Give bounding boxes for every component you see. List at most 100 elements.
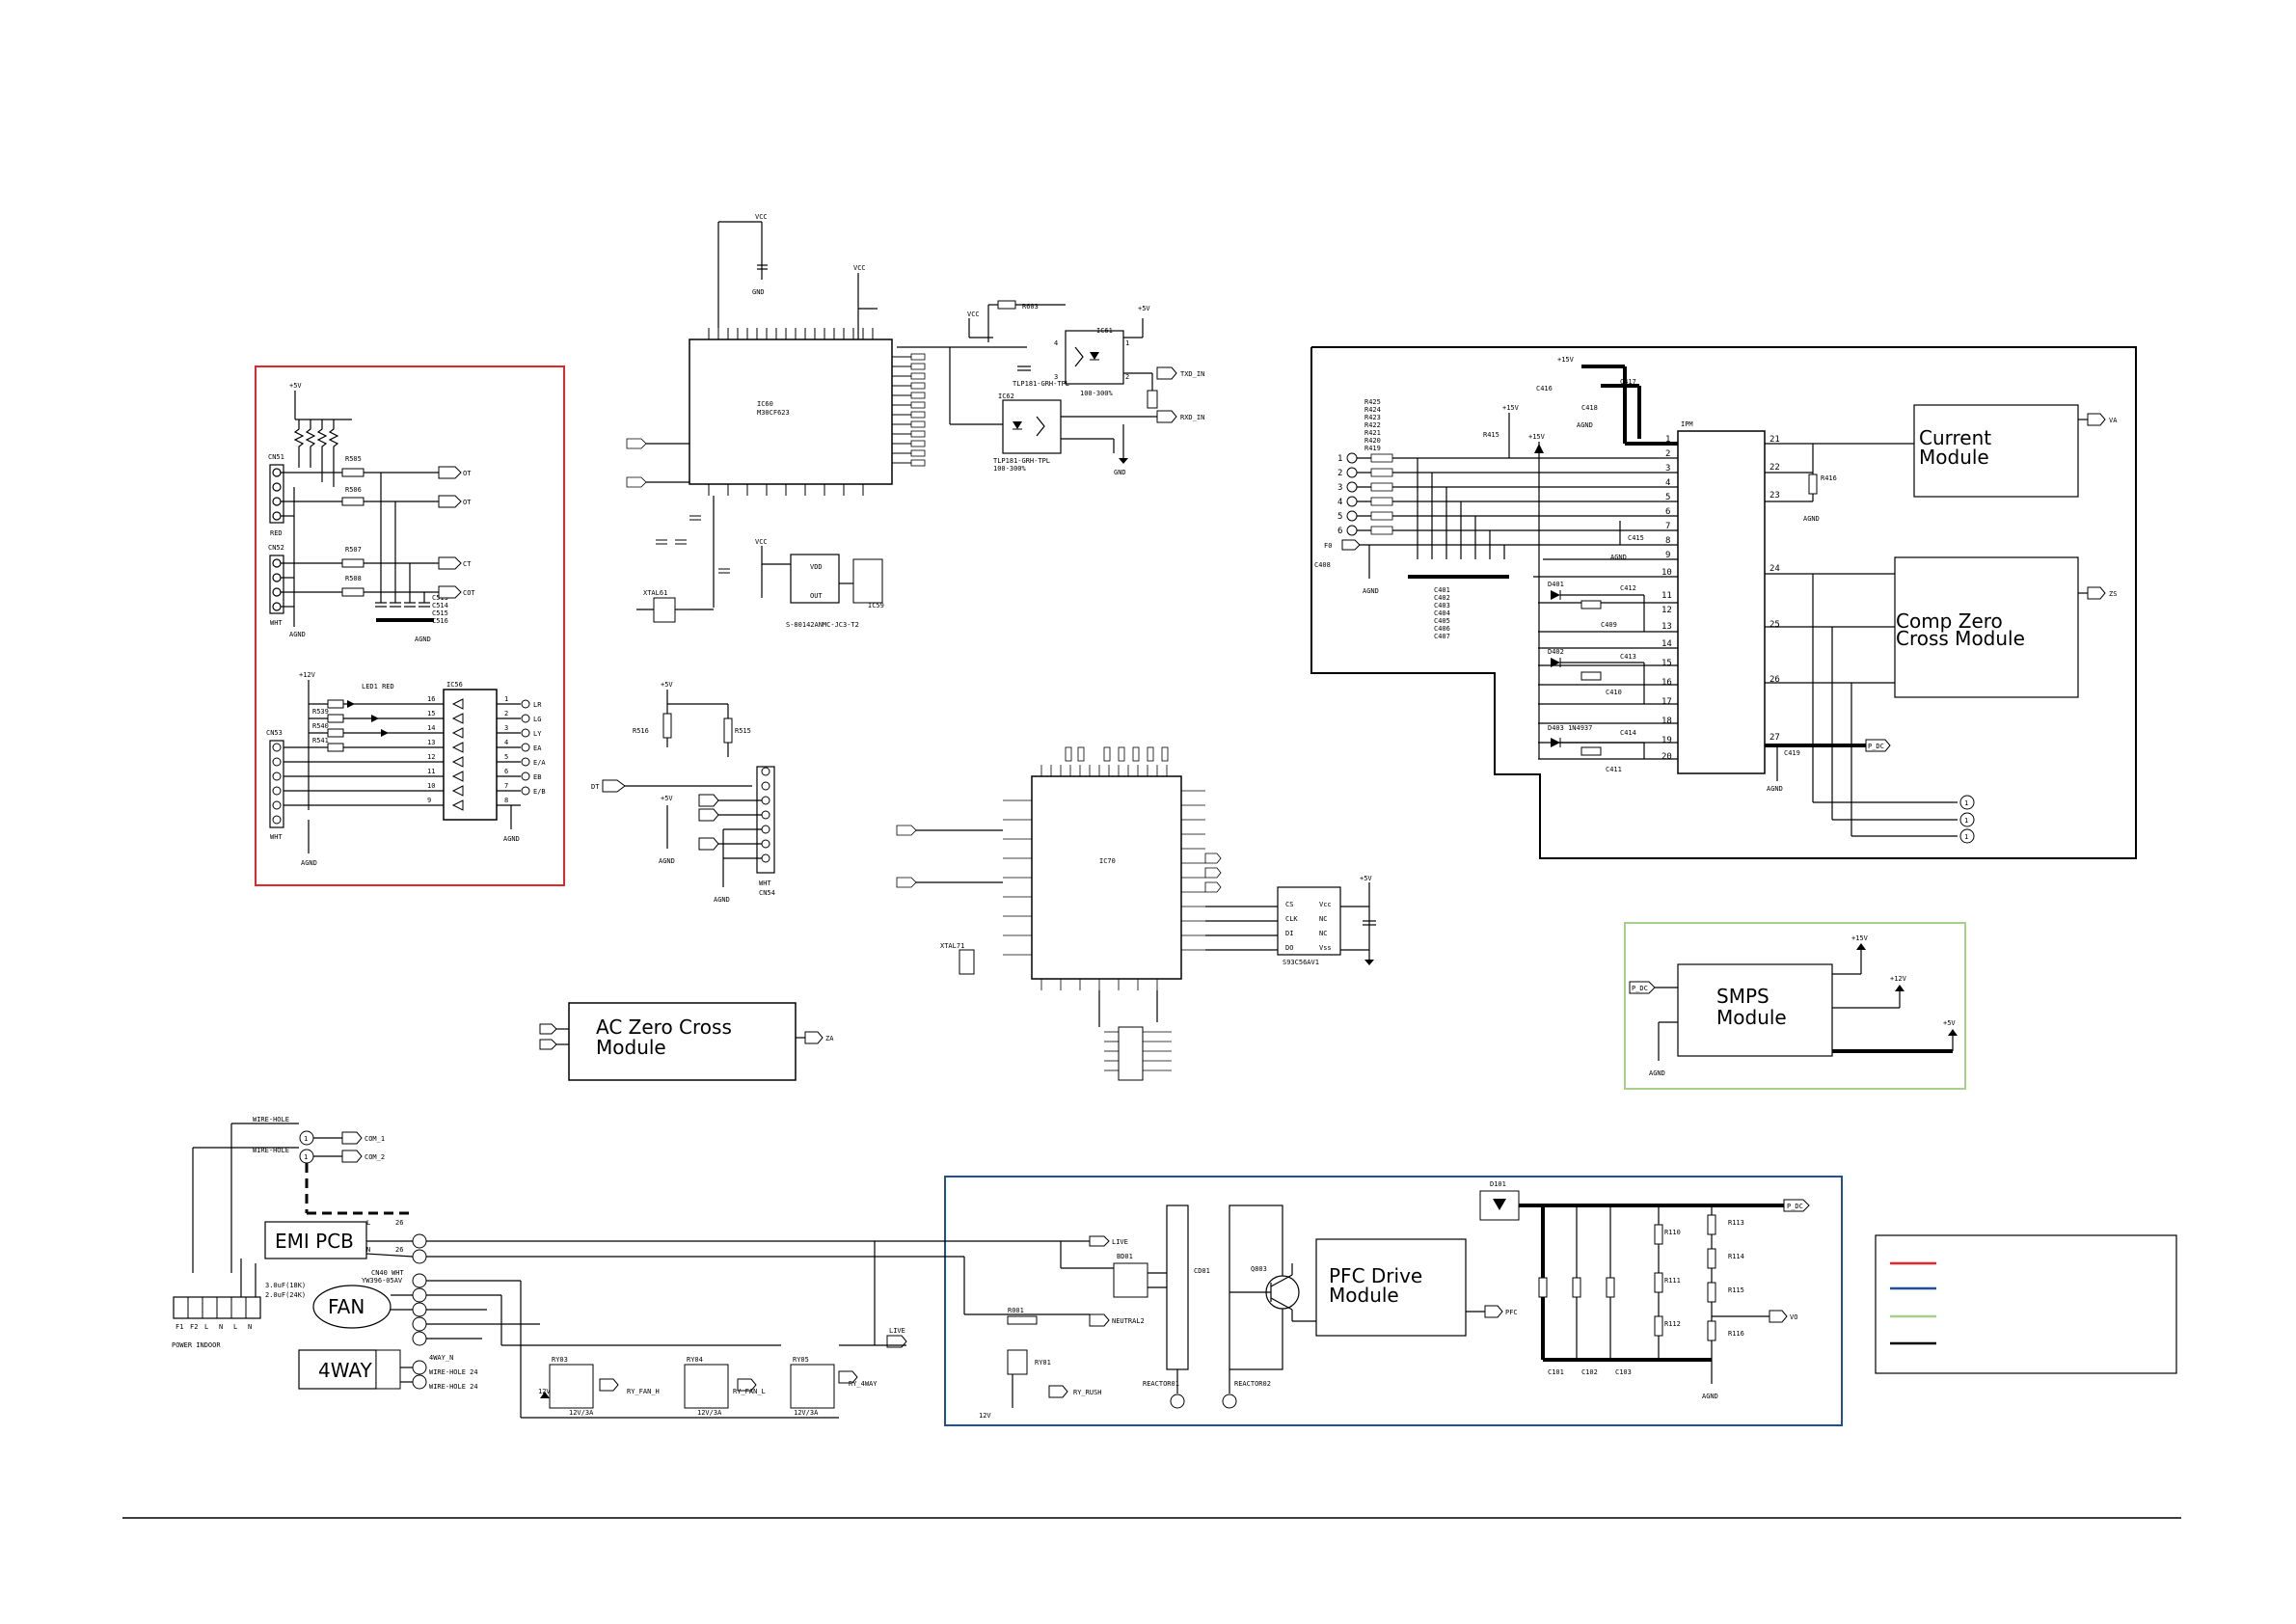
- svg-text:C411: C411: [1606, 766, 1622, 773]
- svg-text:L: L: [233, 1323, 237, 1331]
- svg-text:L: L: [366, 1219, 370, 1227]
- svg-text:23: 23: [1769, 491, 1780, 501]
- svg-text:AGND: AGND: [1649, 1069, 1665, 1077]
- svg-text:R420: R420: [1364, 437, 1381, 445]
- svg-text:AGND: AGND: [1610, 554, 1627, 561]
- svg-text:REACTOR01: REACTOR01: [1143, 1380, 1179, 1388]
- svg-text:7: 7: [504, 782, 508, 790]
- smps-block: SMPS Module P_DC AGND +15V +12V +5V: [1629, 934, 1958, 1077]
- svg-text:C101: C101: [1548, 1368, 1564, 1376]
- svg-text:26: 26: [395, 1246, 403, 1254]
- svg-text:R110: R110: [1664, 1229, 1681, 1236]
- svg-text:C103: C103: [1615, 1368, 1632, 1376]
- svg-text:27: 27: [1769, 733, 1780, 743]
- svg-text:AGND: AGND: [1577, 421, 1593, 429]
- svg-text:4WAY_N: 4WAY_N: [429, 1354, 453, 1362]
- svg-text:+5V: +5V: [1943, 1019, 1956, 1027]
- svg-text:18: 18: [1661, 717, 1672, 726]
- svg-text:GND: GND: [752, 288, 765, 296]
- svg-text:NC: NC: [1319, 915, 1327, 923]
- svg-text:C401: C401: [1434, 586, 1450, 594]
- svg-text:PFC Drive: PFC Drive: [1329, 1264, 1422, 1287]
- svg-text:CT: CT: [463, 560, 472, 568]
- svg-text:24: 24: [1769, 564, 1780, 574]
- svg-text:CN40 WHT: CN40 WHT: [371, 1269, 405, 1277]
- svg-text:C419: C419: [1784, 749, 1800, 757]
- blue-region: [944, 1176, 1843, 1426]
- svg-text:10: 10: [427, 782, 435, 790]
- ic60-mcu: IC60 M30CF623 VCC GND VCC: [626, 213, 926, 629]
- svg-text:P_DC: P_DC: [1787, 1203, 1803, 1210]
- svg-text:10: 10: [1661, 568, 1672, 578]
- svg-text:+15V: +15V: [1851, 934, 1869, 942]
- svg-text:1: 1: [504, 695, 508, 703]
- svg-text:C410: C410: [1606, 689, 1622, 696]
- svg-text:12V/3A: 12V/3A: [569, 1409, 594, 1417]
- svg-text:C413: C413: [1620, 653, 1636, 661]
- svg-text:AGND: AGND: [289, 631, 306, 638]
- svg-text:1: 1: [1964, 799, 1968, 807]
- svg-text:LED1 RED: LED1 RED: [362, 683, 394, 690]
- svg-text:R116: R116: [1728, 1330, 1744, 1338]
- svg-text:AGND: AGND: [415, 636, 431, 643]
- svg-text:12V/3A: 12V/3A: [794, 1409, 819, 1417]
- comp-zero-module: [1894, 556, 2079, 698]
- svg-text:EB: EB: [533, 773, 541, 781]
- svg-text:12V/3A: 12V/3A: [697, 1409, 722, 1417]
- svg-text:XTAL61: XTAL61: [643, 589, 667, 597]
- svg-text:1: 1: [1337, 454, 1342, 464]
- pfc-drive-module: [1315, 1238, 1467, 1337]
- svg-text:26: 26: [1769, 675, 1780, 685]
- svg-text:8: 8: [1665, 536, 1670, 546]
- svg-text:R507: R507: [345, 546, 362, 554]
- svg-text:RY_4WAY: RY_4WAY: [849, 1380, 878, 1388]
- svg-text:11: 11: [427, 768, 435, 775]
- svg-text:R515: R515: [735, 727, 751, 735]
- svg-text:+15V: +15V: [1528, 433, 1546, 441]
- svg-text:15: 15: [427, 710, 435, 717]
- svg-text:R603: R603: [1022, 303, 1039, 311]
- svg-text:IC56: IC56: [446, 681, 463, 689]
- svg-text:2.0uF(24K): 2.0uF(24K): [265, 1291, 306, 1299]
- svg-text:VCC: VCC: [853, 264, 866, 272]
- svg-text:LIVE: LIVE: [1112, 1238, 1128, 1246]
- svg-text:3.0uF(18K): 3.0uF(18K): [265, 1282, 306, 1289]
- svg-text:R508: R508: [345, 575, 362, 582]
- svg-text:CN52: CN52: [268, 544, 284, 552]
- svg-text:12: 12: [1661, 606, 1672, 615]
- svg-text:AGND: AGND: [1803, 515, 1820, 523]
- svg-text:6: 6: [1337, 527, 1342, 536]
- svg-text:WIRE-HOLE 24: WIRE-HOLE 24: [429, 1383, 478, 1391]
- svg-text:R419: R419: [1364, 445, 1381, 452]
- svg-text:+5V: +5V: [1360, 875, 1372, 882]
- svg-text:Vcc: Vcc: [1319, 901, 1332, 908]
- svg-text:14: 14: [1661, 639, 1672, 649]
- svg-text:TXD_IN: TXD_IN: [1180, 370, 1204, 378]
- svg-text:BD01: BD01: [1117, 1253, 1133, 1260]
- svg-text:REACTOR02: REACTOR02: [1234, 1380, 1271, 1388]
- svg-text:ZA: ZA: [825, 1035, 834, 1042]
- svg-text:8: 8: [504, 797, 508, 804]
- svg-text:AGND: AGND: [503, 835, 520, 843]
- svg-text:AGND: AGND: [1767, 785, 1783, 793]
- svg-text:11: 11: [1661, 591, 1672, 601]
- svg-text:9: 9: [1665, 551, 1670, 560]
- svg-text:R112: R112: [1664, 1320, 1681, 1328]
- current-module: [1913, 404, 2079, 498]
- svg-text:IC62: IC62: [998, 392, 1014, 400]
- svg-text:D403 1N4937: D403 1N4937: [1548, 724, 1592, 732]
- svg-text:RY_FAN_L: RY_FAN_L: [733, 1388, 766, 1395]
- svg-text:RY03: RY03: [552, 1356, 568, 1364]
- svg-text:21: 21: [1769, 435, 1780, 445]
- svg-text:6: 6: [504, 768, 508, 775]
- svg-text:C417: C417: [1620, 378, 1636, 386]
- svg-text:COM_2: COM_2: [365, 1153, 385, 1161]
- svg-text:100-300%: 100-300%: [1080, 390, 1114, 397]
- svg-text:AGND: AGND: [1702, 1393, 1718, 1400]
- svg-text:Vss: Vss: [1319, 944, 1332, 952]
- ic56: [443, 689, 498, 821]
- svg-text:AGND: AGND: [659, 857, 675, 865]
- svg-text:RXD_IN: RXD_IN: [1180, 414, 1204, 421]
- svg-text:12V: 12V: [979, 1412, 991, 1420]
- red-region: [255, 365, 565, 886]
